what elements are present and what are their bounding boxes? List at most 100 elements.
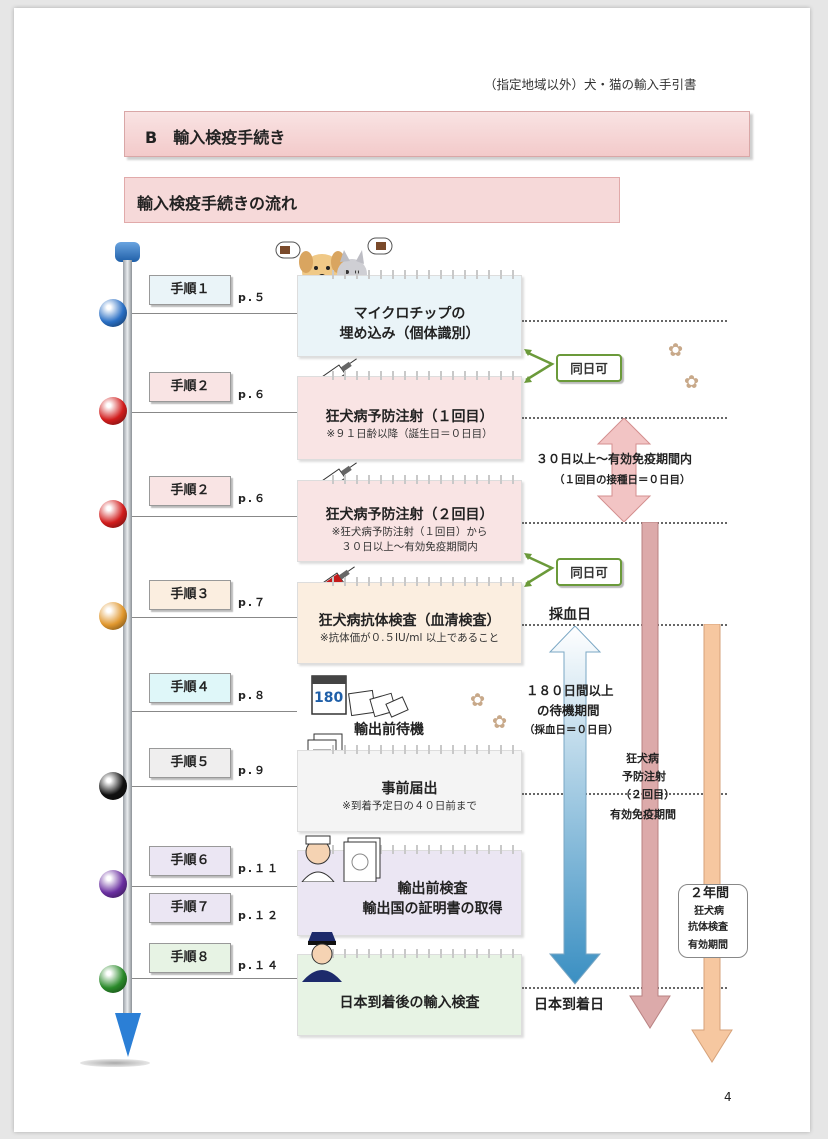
timeline-marker bbox=[99, 397, 127, 425]
timeline-marker bbox=[99, 299, 127, 327]
timeline-cap bbox=[115, 242, 140, 262]
step-label-2a: 手順２ bbox=[149, 372, 231, 402]
card-title: 輸出国の証明書の取得 bbox=[362, 901, 503, 917]
card-title: 埋め込み（個体識別） bbox=[339, 326, 480, 342]
antibody-validity-2: 抗体検査 bbox=[688, 922, 728, 933]
card-advance-notice: 事前届出 ※到着予定日の４０日前まで bbox=[297, 745, 522, 832]
paw-print-icon: ✿ bbox=[492, 712, 508, 733]
interval-double-arrow bbox=[596, 418, 652, 522]
card-title: 輸出前検査 bbox=[397, 881, 468, 897]
card-title: マイクロチップの bbox=[353, 306, 466, 322]
step-page-ref: p.６ bbox=[238, 388, 268, 401]
step-label-1: 手順１ bbox=[149, 275, 231, 305]
vaccine-validity-1: 狂犬病 bbox=[626, 752, 659, 765]
officer-icon bbox=[300, 926, 344, 982]
card-title: 狂犬病抗体検査（血清検査） bbox=[318, 613, 501, 629]
card-title: 日本到着後の輸入検査 bbox=[339, 995, 480, 1011]
connector-line bbox=[132, 617, 297, 618]
card-microchip: マイクロチップの 埋め込み（個体識別） bbox=[297, 270, 522, 357]
card-export-exam: 輸出前検査 輸出国の証明書の取得 bbox=[297, 845, 522, 936]
antibody-validity-arrow bbox=[691, 624, 733, 1063]
vaccine-validity-2: 予防注射 bbox=[622, 770, 666, 783]
card-note: ※抗体価が０.５IU/ml 以上であること bbox=[319, 632, 500, 644]
card-note: ※到着予定日の４０日前まで bbox=[342, 800, 477, 812]
step-page-ref: p.１４ bbox=[238, 959, 281, 972]
page-number: 4 bbox=[724, 1090, 732, 1104]
same-day-bracket-2 bbox=[524, 553, 555, 587]
card-binding-rings bbox=[326, 845, 516, 854]
connector-line bbox=[132, 412, 297, 413]
connector-line bbox=[132, 978, 297, 979]
connector-line bbox=[132, 516, 297, 517]
dotted-guide bbox=[522, 793, 727, 795]
step-label-6: 手順６ bbox=[149, 846, 231, 876]
section-subtitle: 輸入検疫手続きの流れ bbox=[137, 194, 298, 213]
step-label-8: 手順８ bbox=[149, 943, 231, 973]
card-import-inspection: 日本到着後の輸入検査 bbox=[297, 949, 522, 1036]
antibody-validity-1: 狂犬病 bbox=[694, 906, 724, 917]
dotted-guide bbox=[522, 987, 727, 989]
card-note: ※９１日齢以降（誕生日＝０日目） bbox=[326, 428, 493, 440]
card-binding-rings bbox=[326, 949, 516, 958]
card-vaccine-2: 狂犬病予防注射（２回目） ※狂犬病予防注射（１回目）から ３０日以上～有効免疫期… bbox=[297, 475, 522, 562]
step-page-ref: p.１２ bbox=[238, 909, 281, 922]
card-binding-rings bbox=[326, 745, 516, 754]
calendar-number: 180 bbox=[314, 690, 344, 706]
vaccine-validity-3: （２回目） bbox=[620, 788, 675, 801]
timeline-marker bbox=[99, 602, 127, 630]
connector-line bbox=[132, 786, 297, 787]
connector-line bbox=[132, 886, 297, 887]
timeline-marker bbox=[99, 965, 127, 993]
calendar-icon: 180 bbox=[310, 668, 410, 718]
section-subtitle-box: 輸入検疫手続きの流れ bbox=[124, 177, 620, 223]
section-title: B 輸入検疫手続き bbox=[145, 128, 286, 147]
wait-label-1: １８０日間以上 bbox=[526, 683, 614, 698]
card-title: 事前届出 bbox=[381, 781, 438, 797]
wait-period-arrow bbox=[548, 626, 602, 985]
step-page-ref: p.１１ bbox=[238, 862, 281, 875]
same-day-bracket-1 bbox=[524, 349, 555, 383]
card-vaccine-1: 狂犬病予防注射（１回目） ※９１日齢以降（誕生日＝０日目） bbox=[297, 371, 522, 460]
vaccine-validity-arrow bbox=[629, 522, 671, 1029]
blood-day-label: 採血日 bbox=[549, 607, 591, 623]
arrival-label: 日本到着日 bbox=[534, 997, 604, 1013]
timeline-marker bbox=[99, 500, 127, 528]
section-title-box: B 輸入検疫手続き bbox=[124, 111, 750, 157]
card-binding-rings bbox=[326, 371, 516, 380]
step-page-ref: p.８ bbox=[238, 689, 268, 702]
same-day-badge: 同日可 bbox=[556, 354, 622, 382]
antibody-validity-3: 有効期間 bbox=[688, 940, 728, 951]
step-page-ref: p.７ bbox=[238, 596, 268, 609]
step-page-ref: p.５ bbox=[238, 291, 268, 304]
two-year-bracket bbox=[678, 884, 748, 958]
paw-print-icon: ✿ bbox=[684, 372, 700, 393]
dotted-guide bbox=[522, 624, 727, 626]
timeline-marker bbox=[99, 870, 127, 898]
timeline-arrowhead bbox=[115, 1013, 141, 1057]
card-title: 狂犬病予防注射（１回目） bbox=[325, 409, 494, 425]
card-binding-rings bbox=[326, 475, 516, 484]
document-page: （指定地域以外）犬・猫の輸入手引書 B 輸入検疫手続き 輸入検疫手続きの流れ 手… bbox=[14, 8, 810, 1132]
waiting-title: 輸出前待機 bbox=[354, 722, 424, 738]
timeline-shadow bbox=[80, 1059, 150, 1067]
dotted-guide bbox=[522, 522, 727, 524]
paw-print-icon: ✿ bbox=[470, 690, 486, 711]
card-antibody-test: 狂犬病抗体検査（血清検査） ※抗体価が０.５IU/ml 以上であること bbox=[297, 577, 522, 664]
step-page-ref: p.９ bbox=[238, 764, 268, 777]
card-binding-rings bbox=[326, 577, 516, 586]
step-label-7: 手順７ bbox=[149, 893, 231, 923]
card-note: ３０日以上～有効免疫期間内 bbox=[341, 541, 478, 553]
veterinarian-icon bbox=[300, 830, 390, 883]
paw-print-icon: ✿ bbox=[668, 340, 684, 361]
step-label-2b: 手順２ bbox=[149, 476, 231, 506]
interval-sublabel: （１回目の接種日＝０日目） bbox=[554, 474, 691, 486]
wait-label-3: （採血日＝０日目） bbox=[524, 724, 619, 736]
document-header: （指定地域以外）犬・猫の輸入手引書 bbox=[484, 77, 697, 92]
step-label-3: 手順３ bbox=[149, 580, 231, 610]
timeline-marker bbox=[99, 772, 127, 800]
card-note: ※狂犬病予防注射（１回目）から bbox=[331, 526, 488, 538]
step-label-4: 手順４ bbox=[149, 673, 231, 703]
card-binding-rings bbox=[326, 270, 516, 279]
wait-label-2: の待機期間 bbox=[537, 703, 600, 718]
timeline-pole bbox=[123, 260, 132, 1020]
